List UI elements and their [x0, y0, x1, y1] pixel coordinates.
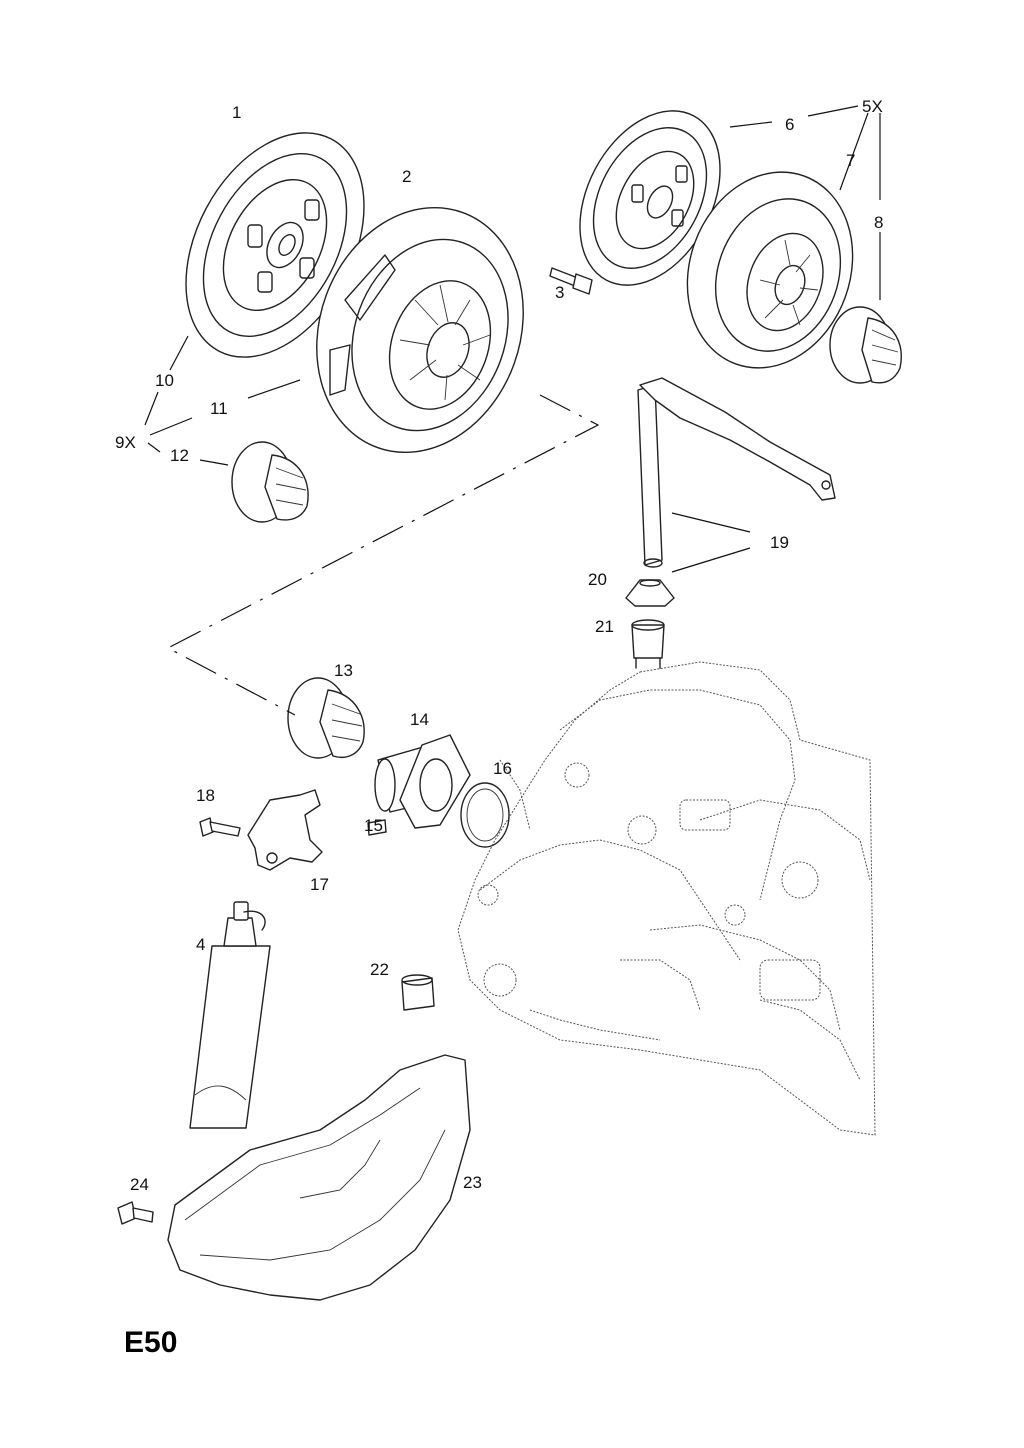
label-part-16: 16	[493, 759, 512, 778]
label-part-24: 24	[130, 1175, 149, 1194]
label-part-12: 12	[170, 446, 189, 465]
seal-ring-16	[460, 782, 510, 848]
label-part-21: 21	[595, 617, 614, 636]
diagram-code: E50	[124, 1326, 177, 1359]
clutch-disc-right	[579, 110, 721, 286]
label-part-6: 6	[785, 115, 794, 134]
bolt-18	[199, 817, 241, 837]
label-part-2: 2	[402, 167, 411, 186]
screw-24	[117, 1201, 154, 1225]
label-part-4: 4	[196, 935, 205, 954]
bolt-3	[549, 267, 593, 295]
label-part-8: 8	[874, 213, 883, 232]
pressure-plate-right	[686, 171, 854, 369]
release-shaft-19	[637, 377, 836, 568]
label-part-18: 18	[196, 786, 215, 805]
label-part-17: 17	[310, 875, 329, 894]
label-part-13: 13	[334, 661, 353, 680]
assembly-lines	[166, 394, 600, 716]
label-part-15: 15	[364, 816, 383, 835]
leader-lines	[144, 105, 881, 573]
label-part-5x: 5X	[862, 97, 883, 116]
release-bearing-left	[231, 441, 309, 523]
label-part-23: 23	[463, 1173, 482, 1192]
label-part-3: 3	[555, 283, 564, 302]
label-part-10: 10	[155, 371, 174, 390]
label-part-9x: 9X	[115, 433, 136, 452]
label-part-20: 20	[588, 570, 607, 589]
bush-22	[401, 974, 435, 1011]
release-bearing-right	[829, 306, 902, 384]
release-fork-17	[247, 789, 323, 871]
label-part-19: 19	[770, 533, 789, 552]
transmission-housing	[457, 661, 876, 1136]
sleeve-21	[631, 619, 665, 669]
cover-plate-23	[167, 1054, 471, 1301]
bolt-15	[367, 819, 387, 836]
bush-20	[625, 579, 675, 607]
pressure-plate-left	[316, 206, 524, 454]
label-part-22: 22	[370, 960, 389, 979]
label-part-14: 14	[410, 710, 429, 729]
guide-sleeve-14	[374, 734, 471, 829]
release-bearing-lower	[287, 677, 365, 759]
label-part-11: 11	[210, 399, 228, 418]
label-part-1: 1	[232, 103, 241, 122]
part-labels: 1 2 3 4 5X 6 7 8 9X 10 11 12 13 14 15 16…	[115, 97, 883, 1194]
grease-tube-4	[189, 901, 271, 1129]
label-part-7: 7	[846, 151, 855, 170]
